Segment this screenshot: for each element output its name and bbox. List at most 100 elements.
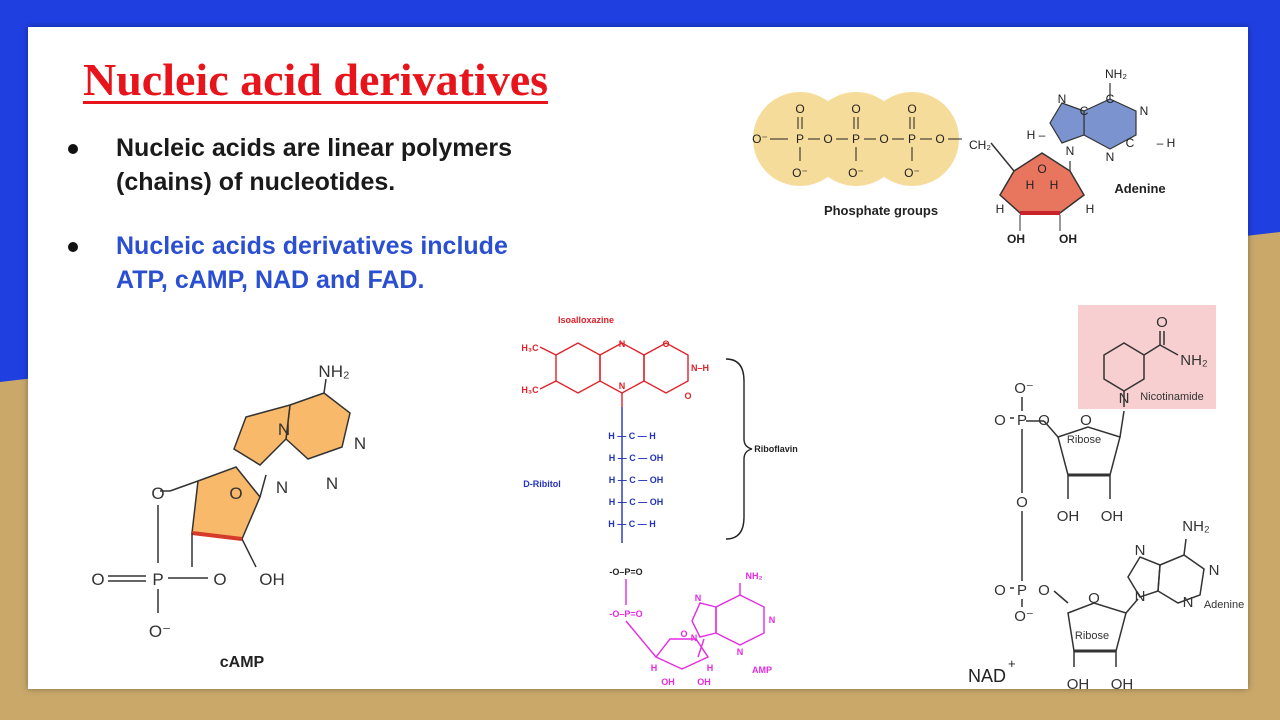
fad-amp-h1: H [651, 663, 658, 673]
atp-adenine-label: Adenine [1114, 181, 1165, 196]
atp-ribose-o: O [1037, 162, 1046, 176]
fad-ribitol-label: D-Ribitol [523, 479, 561, 489]
nad-ribose-bottom-label: Ribose [1075, 630, 1109, 642]
nad-structure-figure: O NH₂ N Nicotinamide Ribose O OH OH O⁻ O… [968, 305, 1244, 693]
fad-amp-n3: N [737, 647, 744, 657]
atp-structure-figure: O⁻ P O O⁻ O P O O⁻ O P O O⁻ O C [752, 67, 1176, 246]
fad-n3h: N–H [691, 363, 709, 373]
slide-title: Nucleic acid derivatives [83, 54, 549, 105]
fad-isoalloxazine-rings [539, 342, 689, 407]
atp-nh2: NH₂ [1105, 67, 1127, 81]
fad-amp-nh2: NH₂ [746, 571, 763, 581]
nad-label: NAD [968, 666, 1006, 686]
atp-h2: – H [1157, 136, 1176, 150]
camp-n9: N [276, 478, 288, 497]
nad-adenine-n7: N [1135, 542, 1146, 559]
fad-amp-oh2: OH [697, 677, 711, 687]
fad-riboflavin-label: Riboflavin [754, 444, 798, 454]
nad-ribose-top-label: Ribose [1067, 434, 1101, 446]
bullet-text-line1: Nucleic acids are linear polymers [116, 134, 513, 162]
fad-amp-oh1: OH [661, 677, 675, 687]
atp-bridge-o3: O [935, 132, 944, 146]
nad-p2-o5: O [1038, 582, 1050, 599]
nad-ribose-top-o: O [1080, 412, 1092, 429]
atp-o-bottom3: O⁻ [904, 166, 920, 180]
nad-ribose-bottom-oh2: OH [1111, 676, 1134, 693]
camp-structure-figure: NH₂ N N N N O O O P O OH O⁻ cAMP [91, 362, 366, 671]
atp-n9: N [1066, 144, 1075, 158]
atp-o-top3: O [907, 102, 916, 116]
fad-amp-label: AMP [752, 665, 772, 675]
atp-ribose-h2: H [1050, 178, 1059, 192]
atp-n1: N [1140, 104, 1149, 118]
atp-n3: N [1106, 150, 1115, 164]
nad-p2: P [1017, 582, 1027, 599]
bullet-text-line2: (chains) of nucleotides. [116, 168, 396, 196]
fad-ribitol-row4: H — C — OH [609, 497, 664, 507]
fad-c2-o: O [684, 391, 691, 401]
nicotinamide-ring [1103, 331, 1179, 407]
nad-bridge-o: O [1016, 494, 1028, 511]
atp-c2: C [1126, 136, 1135, 150]
camp-n7: N [278, 420, 290, 439]
bullet-text-line1: Nucleic acids derivatives include [116, 232, 508, 260]
atp-ribose-h1: H [1026, 178, 1035, 192]
nad-ribose-top [1026, 410, 1125, 499]
fad-isoalloxazine-label: Isoalloxazine [558, 315, 614, 325]
fad-ribitol-row1: H — C — H [608, 431, 656, 441]
nicotinamide-label: Nicotinamide [1140, 391, 1204, 403]
bullet-dot [68, 144, 78, 154]
atp-ch2: CH₂ [969, 138, 991, 152]
fad-structure-figure: Isoalloxazine H₃C H₃C N O N–H O N H — C … [521, 315, 798, 687]
atp-ribose [990, 142, 1085, 215]
fad-amp-n1: N [769, 615, 776, 625]
nad-adenine-n9: N [1135, 588, 1146, 605]
fad-phosphate-1: -O–P=O [609, 567, 642, 577]
atp-n7: N [1058, 92, 1067, 106]
nad-adenine [1127, 538, 1205, 604]
nicotinamide-n-plus: N [1119, 390, 1130, 407]
nad-p1-o5: O [1038, 412, 1050, 429]
atp-c5: C [1080, 104, 1089, 118]
nad-ribose-bottom-oh1: OH [1067, 676, 1090, 693]
nad-adenine-n3: N [1183, 594, 1194, 611]
nad-superscript: + [1008, 656, 1016, 671]
camp-label: cAMP [220, 654, 265, 671]
camp-oh: OH [259, 570, 285, 589]
nad-p2-o-double: O [994, 582, 1006, 599]
camp-n1: N [354, 434, 366, 453]
nad-adenine-nh2: NH₂ [1182, 518, 1210, 535]
nad-p1-o-double: O [994, 412, 1006, 429]
bullet-item-derivatives: Nucleic acids derivatives include ATP, c… [68, 229, 568, 297]
nad-p2-o-minus: O⁻ [1014, 608, 1034, 625]
camp-ring-o: O [229, 484, 242, 503]
nad-ribose-top-oh1: OH [1057, 508, 1080, 525]
atp-bridge-o1: O [823, 132, 832, 146]
atp-c6: C [1106, 92, 1115, 106]
nad-adenine-label: Adenine [1204, 599, 1244, 611]
camp-o-minus: O⁻ [149, 622, 171, 641]
atp-ribose-h3: H [996, 202, 1005, 216]
fad-n10: N [619, 381, 626, 391]
fad-h3c-top: H₃C [521, 343, 539, 353]
fad-amp [625, 583, 765, 670]
phosphate-circles [753, 92, 959, 186]
riboflavin-bracket [725, 358, 753, 540]
fad-amp-n7: N [695, 593, 702, 603]
nicotinamide-o: O [1156, 314, 1168, 331]
atp-o-bottom1: O⁻ [792, 166, 808, 180]
nad-ribose-top-oh2: OH [1101, 508, 1124, 525]
nad-backbone [1010, 397, 1069, 607]
atp-o-top1: O [795, 102, 804, 116]
slide-panel: Nucleic acid derivatives Nucleic acids a… [28, 27, 1248, 693]
fad-amp-ring-o: O [680, 629, 687, 639]
bullet-dot [68, 242, 78, 252]
camp-o5: O [151, 484, 164, 503]
atp-bridge-o2: O [879, 132, 888, 146]
camp-o3: O [213, 570, 226, 589]
atp-o-top2: O [851, 102, 860, 116]
bullet-text-line2: ATP, cAMP, NAD and FAD. [116, 266, 425, 294]
bullet-item-nucleic-acids: Nucleic acids are linear polymers (chain… [68, 131, 568, 199]
camp-n3: N [326, 474, 338, 493]
fad-h3c-bottom: H₃C [521, 385, 539, 395]
